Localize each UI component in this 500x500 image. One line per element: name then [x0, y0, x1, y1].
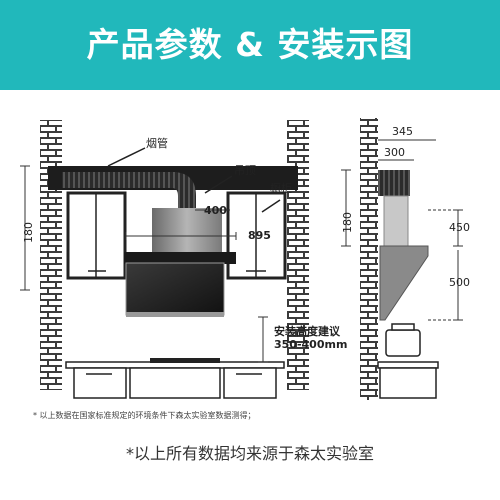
label-front-180: 180 — [22, 222, 35, 243]
label-width-400: 400 — [204, 204, 227, 217]
hood-control-panel — [124, 252, 236, 264]
lower-cabinet-right — [223, 367, 277, 399]
front-duct — [62, 172, 177, 188]
side-hood-chimney — [383, 195, 409, 247]
data-source-note: * 以上数据在国家标准规定的环境条件下森太实验室数据测得； — [33, 411, 256, 420]
duct-elbow — [172, 172, 196, 212]
header-banner — [0, 0, 500, 90]
page-title: 产品参数 & 安装示图 — [86, 25, 414, 64]
side-lower-cabinet — [379, 367, 437, 399]
label-duct: 烟管 — [146, 137, 168, 150]
front-left-wall — [40, 120, 62, 390]
installation-diagram — [20, 118, 463, 400]
side-duct — [378, 170, 410, 196]
hood-body — [125, 262, 225, 316]
side-hood-profile — [379, 245, 429, 321]
label-side-450: 450 — [449, 221, 470, 234]
hood-bottom-lip — [126, 312, 224, 317]
label-install-title: 安装高度建议 — [274, 325, 340, 338]
label-side-500: 500 — [449, 276, 470, 289]
label-side-300: 300 — [384, 146, 405, 159]
label-ceiling: 吊顶 — [234, 164, 256, 177]
label-install-value: 350-400mm — [274, 338, 348, 351]
side-counter — [377, 361, 439, 369]
label-side-345: 345 — [392, 125, 413, 138]
cooktop — [150, 358, 220, 363]
label-width-895: 895 — [248, 229, 271, 242]
footer-note: *以上所有数据均来源于森太实验室 — [125, 444, 374, 463]
label-side-180: 180 — [341, 212, 354, 233]
label-cabinet: 橱柜 — [270, 182, 292, 195]
side-wall — [360, 118, 378, 400]
lower-cabinet-left — [73, 367, 127, 399]
hood-chimney — [152, 208, 222, 255]
lower-cabinet-mid — [129, 367, 221, 399]
pot-icon — [385, 329, 421, 357]
